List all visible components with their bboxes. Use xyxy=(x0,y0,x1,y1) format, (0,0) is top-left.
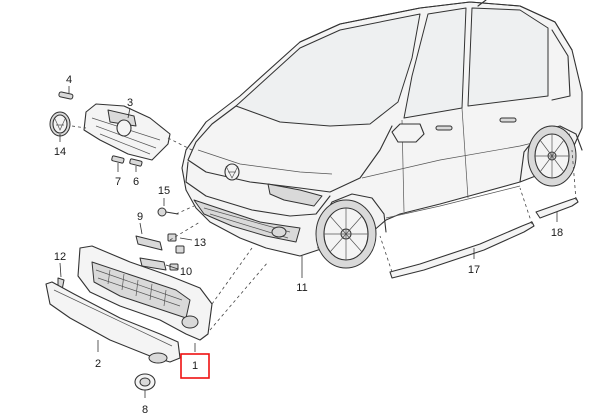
callout-label-14: 14 xyxy=(54,146,66,158)
car-rear-window xyxy=(467,7,549,107)
callout-17: 17 xyxy=(468,248,480,276)
callout-label-9: 9 xyxy=(137,211,143,223)
car-front-wheel xyxy=(315,199,377,269)
screw-15 xyxy=(157,207,179,217)
car-rear-pillar xyxy=(551,29,571,101)
sill-trim-17 xyxy=(389,221,535,279)
callout-14: 14 xyxy=(54,134,66,158)
car-headlight xyxy=(267,183,323,207)
bracket-9 xyxy=(135,235,163,251)
callout-2: 2 xyxy=(95,340,101,370)
fog-cover-8 xyxy=(134,373,156,391)
car-door-handle-rear xyxy=(499,117,517,123)
callout-label-6: 6 xyxy=(133,176,139,188)
car-rear-wheel xyxy=(527,125,577,187)
car-front-window xyxy=(403,7,467,119)
callout-11: 11 xyxy=(296,256,308,294)
callout-label-1: 1 xyxy=(192,360,198,372)
clip-6 xyxy=(129,158,143,167)
callout-label-7: 7 xyxy=(115,176,121,188)
leader-line-3 xyxy=(127,107,131,119)
callout-3: 3 xyxy=(127,97,133,119)
car-hood-crease xyxy=(197,149,333,175)
highlight-box-1 xyxy=(180,353,210,379)
leader-line-13 xyxy=(179,237,193,241)
callout-1: 1 xyxy=(180,343,210,379)
callout-label-18: 18 xyxy=(551,227,563,239)
car-door-line-rear xyxy=(461,107,469,199)
car-mirror xyxy=(391,123,425,143)
car-illustration xyxy=(181,0,583,269)
car-front-face xyxy=(185,161,331,217)
callout-label-13: 13 xyxy=(194,237,206,249)
car-door-handle-front xyxy=(435,125,453,131)
lower-trim-2 xyxy=(45,281,181,364)
callout-label-17: 17 xyxy=(468,264,480,276)
callout-9: 9 xyxy=(137,211,143,235)
callout-label-4: 4 xyxy=(66,74,72,86)
callout-label-2: 2 xyxy=(95,358,101,370)
bracket-10 xyxy=(139,257,167,271)
callout-6: 6 xyxy=(133,166,139,188)
car-fog-light xyxy=(271,226,287,238)
callout-4: 4 xyxy=(66,74,72,93)
clip-4 xyxy=(58,91,74,100)
bumper-cover-1 xyxy=(77,245,213,341)
callout-label-10: 10 xyxy=(180,266,192,278)
callout-label-3: 3 xyxy=(127,97,133,109)
clips-13 xyxy=(167,233,185,254)
trim-strip-18 xyxy=(535,197,579,219)
car-sill xyxy=(385,185,521,219)
callout-12: 12 xyxy=(54,251,66,278)
car-hood-edge xyxy=(187,105,393,193)
callout-label-15: 15 xyxy=(158,185,170,197)
leader-line-10 xyxy=(165,264,179,270)
callout-label-8: 8 xyxy=(142,404,148,416)
car-badge-mark xyxy=(225,165,239,179)
callout-7: 7 xyxy=(115,163,121,188)
callout-13: 13 xyxy=(179,237,206,249)
car-roofline xyxy=(299,1,573,51)
assembly-lines xyxy=(71,125,577,331)
leader-line-9 xyxy=(139,222,143,235)
callout-label-11: 11 xyxy=(296,282,307,294)
clip-7 xyxy=(111,155,125,164)
callout-18: 18 xyxy=(551,212,563,239)
car-antenna xyxy=(477,0,487,7)
callout-8: 8 xyxy=(142,390,148,416)
callout-label-12: 12 xyxy=(54,251,66,263)
emblem-14 xyxy=(49,111,71,137)
callout-15: 15 xyxy=(158,185,170,206)
upper-grille-3 xyxy=(83,103,171,161)
car-windscreen xyxy=(235,13,421,127)
callout-10: 10 xyxy=(165,264,192,278)
leader-line-12 xyxy=(59,262,62,278)
